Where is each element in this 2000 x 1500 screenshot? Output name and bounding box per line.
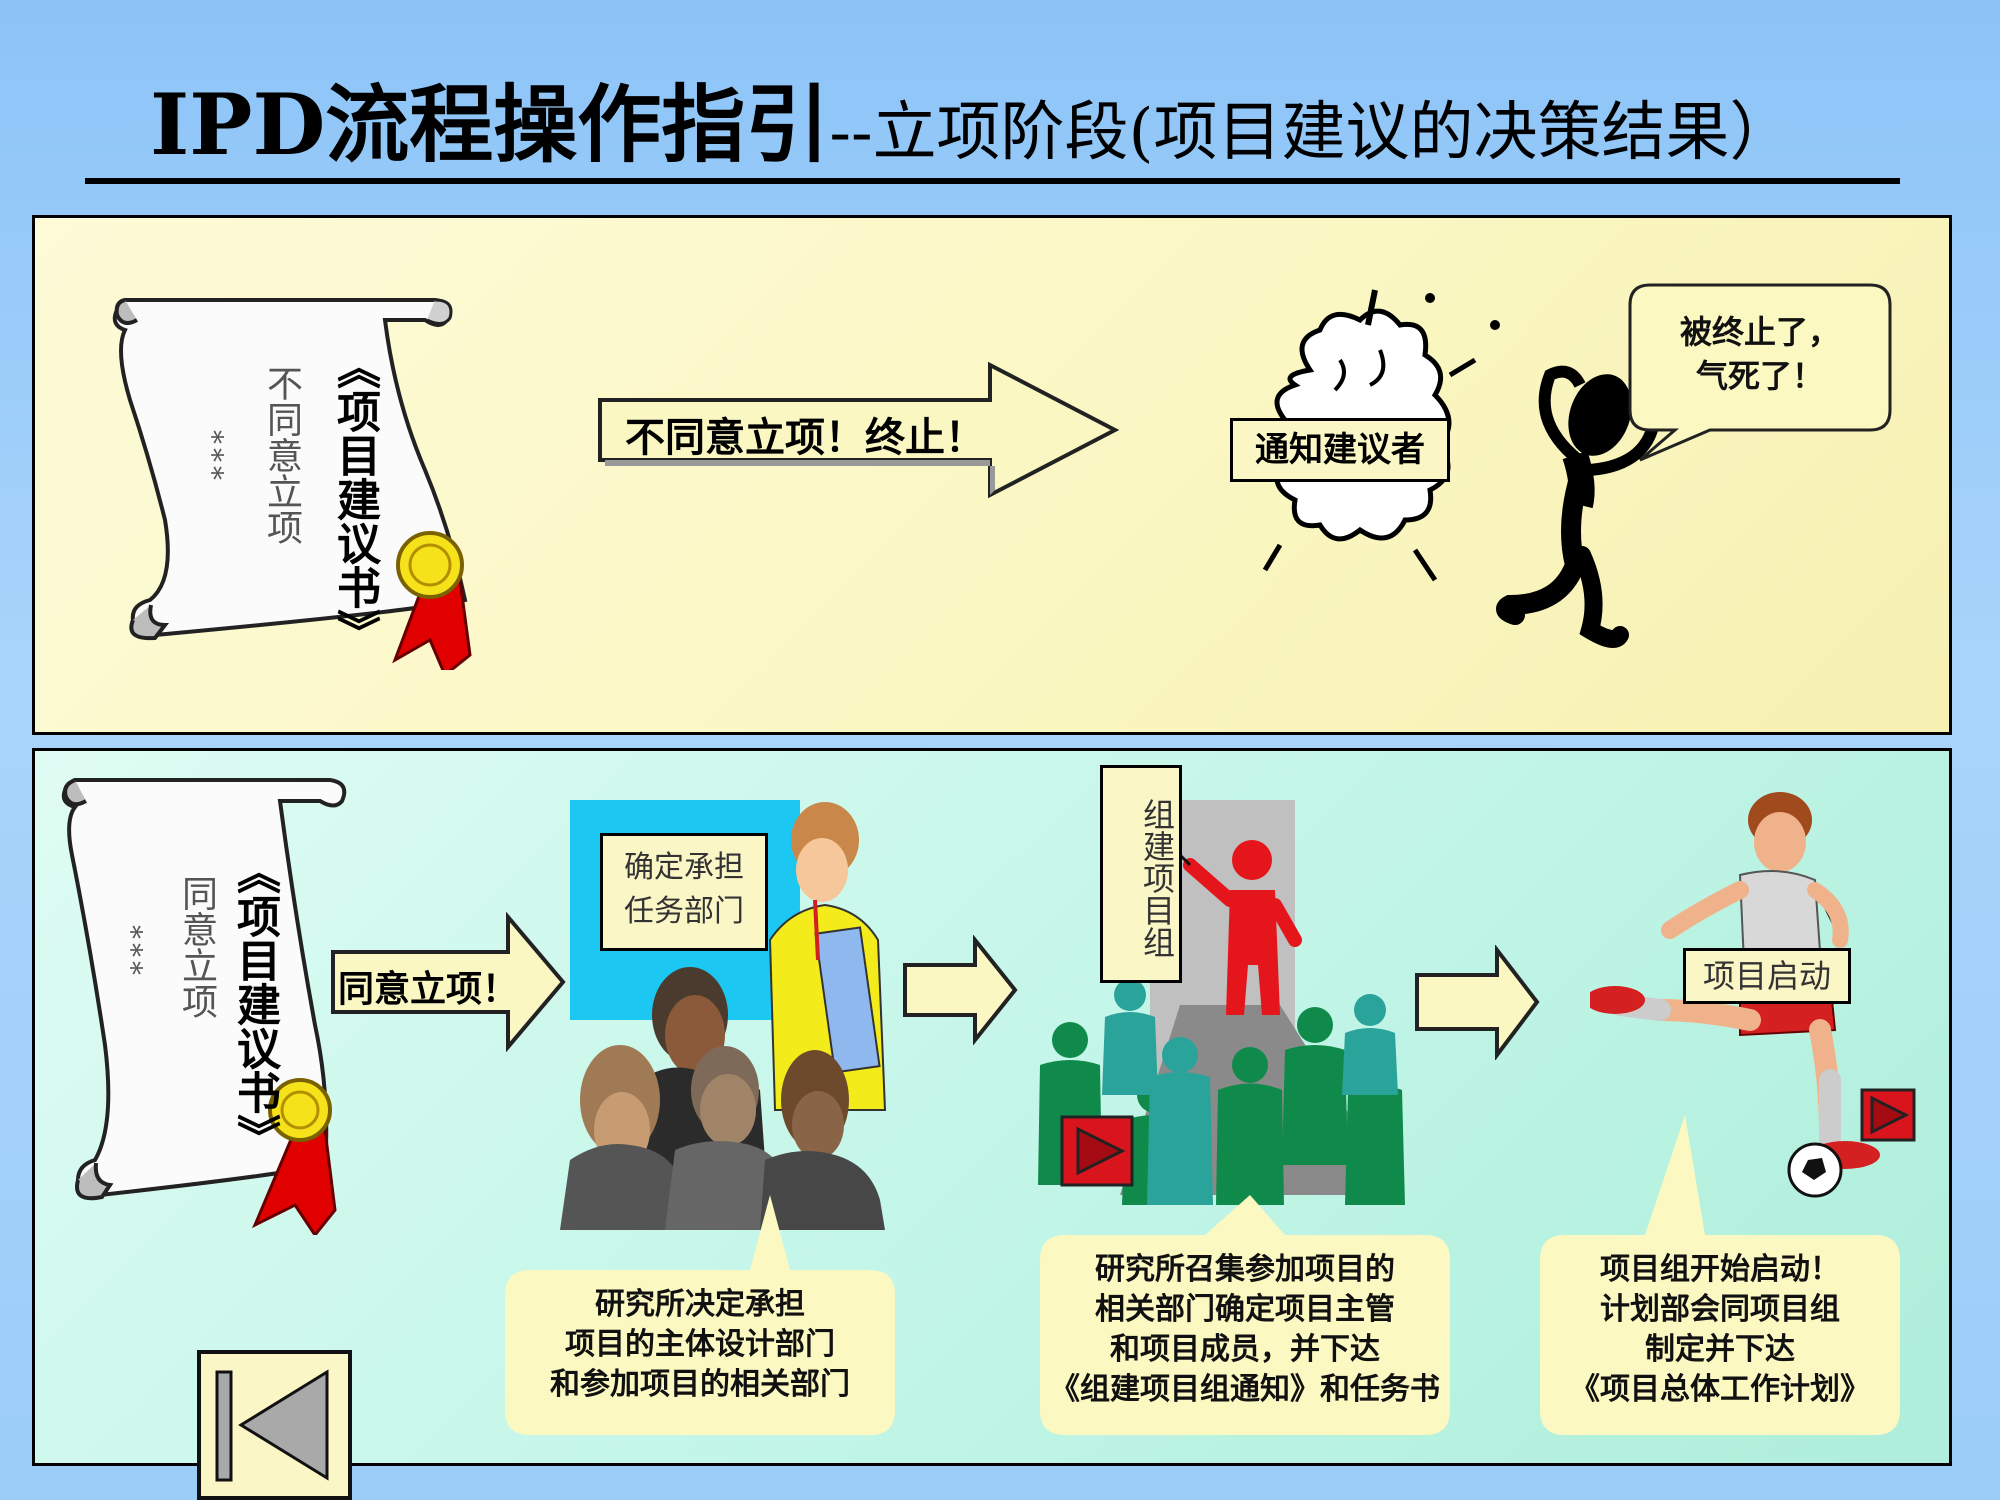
scroll-title: 《项目建议书》 (329, 345, 380, 653)
reject-arrow-icon (598, 361, 1120, 499)
scroll-stars: *** (115, 925, 148, 979)
scroll-subtitle: 同意立项 (176, 875, 217, 1019)
callout-line: 和参加项目的相关部门 (550, 1367, 850, 1402)
step3-label: 项目启动 (1683, 948, 1851, 1004)
callout-line: 研究所召集参加项目的 (1095, 1252, 1395, 1287)
speech-line: 气死了！ (1695, 357, 1824, 395)
speech-bubble-icon (1628, 283, 1892, 462)
callout-line: 《组建项目组通知》和任务书 (1050, 1372, 1440, 1407)
callout-line: 计划部会同项目组 (1600, 1292, 1840, 1327)
meeting-people-icon (560, 802, 887, 1230)
team-presentation-icon (1038, 800, 1405, 1205)
flow-arrow-icon (903, 935, 1018, 1045)
scroll-subtitle: 不同意立项 (261, 365, 302, 545)
title-underline (85, 178, 1900, 184)
notify-proposer-label: 通知建议者 (1230, 418, 1450, 482)
callout-line: 研究所决定承担 (595, 1287, 805, 1322)
speech-line: 被终止了， (1679, 313, 1840, 351)
step1-label-line: 确定承担 (624, 850, 744, 885)
scroll-stars: *** (196, 430, 229, 484)
step1-label-line: 任务部门 (624, 894, 744, 929)
step1-callout: 研究所决定承担 项目的主体设计部门 和参加项目的相关部门 (505, 1285, 895, 1405)
callout-bubble-1 (505, 1195, 895, 1435)
speech-text: 被终止了， 气死了！ (1640, 310, 1880, 398)
approve-arrow-label: 同意立项！ (338, 968, 519, 1010)
callout-line: 和项目成员，并下达 (1110, 1332, 1380, 1367)
callout-bubble-2 (1040, 1195, 1450, 1435)
scroll-title: 《项目建议书》 (229, 850, 280, 1158)
flow-arrow-icon (1415, 945, 1540, 1060)
callout-line: 相关部门确定项目主管 (1095, 1292, 1395, 1327)
approve-arrow-icon (331, 912, 566, 1052)
step3-callout: 项目组开始启动！ 计划部会同项目组 制定并下达 《项目总体工作计划》 (1535, 1250, 1905, 1410)
title-main: IPD流程操作指引 (150, 75, 830, 174)
callout-line: 项目的主体设计部门 (565, 1327, 835, 1362)
step1-label: 确定承担 任务部门 (600, 833, 768, 951)
step2-label: 组建项目组 (1100, 765, 1182, 983)
skip-back-icon[interactable] (197, 1350, 352, 1500)
callout-bubble-3 (1540, 1115, 1900, 1435)
callout-line: 制定并下达 (1645, 1332, 1795, 1367)
page-title: IPD流程操作指引--立项阶段(项目建议的决策结果） (150, 70, 1910, 180)
callout-line: 项目组开始启动！ (1600, 1252, 1840, 1287)
reject-arrow-label: 不同意立项！终止！ (625, 414, 985, 461)
step2-callout: 研究所召集参加项目的 相关部门确定项目主管 和项目成员，并下达 《组建项目组通知… (1035, 1250, 1455, 1410)
title-sub: --立项阶段(项目建议的决策结果） (829, 96, 1794, 170)
proposal-scroll-icon (61, 778, 347, 1235)
callout-line: 《项目总体工作计划》 (1570, 1372, 1870, 1407)
proposal-scroll-icon (112, 298, 472, 670)
